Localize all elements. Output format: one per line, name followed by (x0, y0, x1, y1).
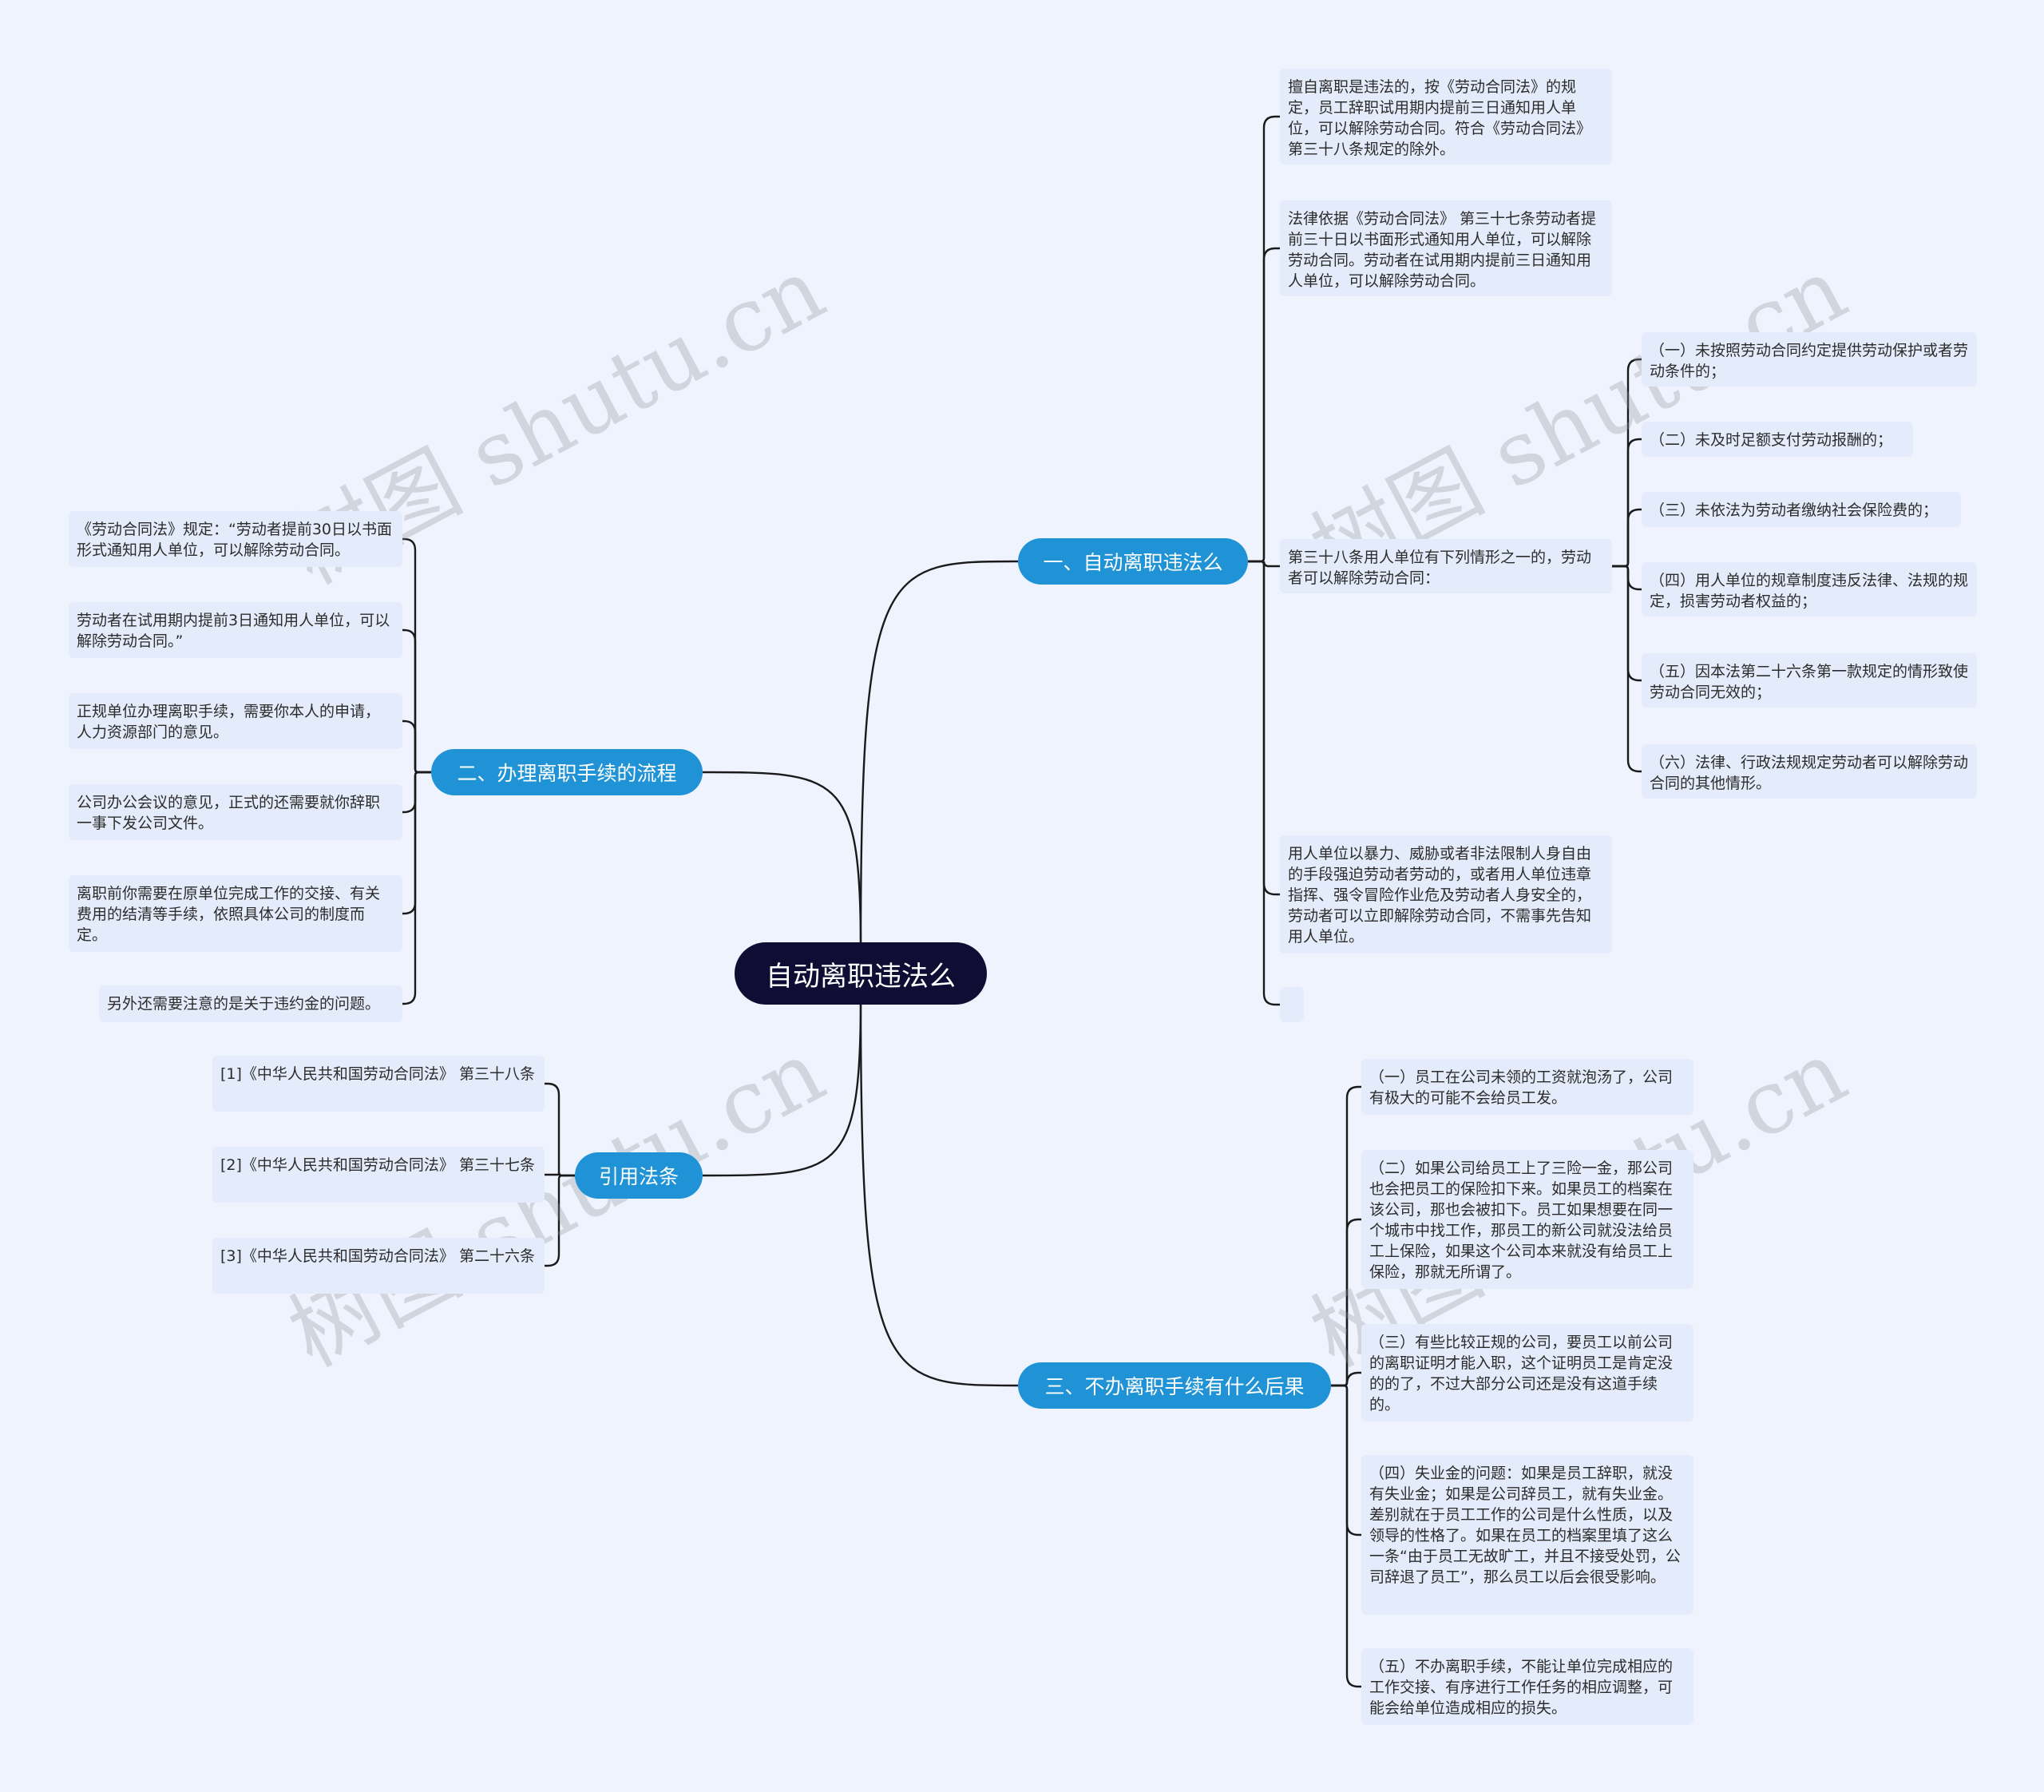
branch-to-leaf-edge (1248, 560, 1280, 1006)
leaf-node[interactable]: 用人单位以暴力、威胁或者非法限制人身自由的手段强迫劳动者劳动的，或者用人单位违章… (1280, 835, 1612, 953)
leaf-node[interactable]: [2]《中华人民共和国劳动合同法》 第三十七条 (212, 1147, 545, 1203)
root-node[interactable]: 自动离职违法么 (735, 942, 987, 1005)
branch-to-leaf-edge (1612, 438, 1642, 568)
root-to-branch-edge (859, 1001, 1019, 1387)
sub-leaf-node[interactable]: （一）未按照劳动合同约定提供劳动保护或者劳动条件的； (1642, 332, 1977, 387)
branch-to-leaf-edge (1331, 1384, 1361, 1688)
branch-to-leaf-edge (402, 771, 431, 915)
sub-leaf-node[interactable]: （五）因本法第二十六条第一款规定的情形致使劳动合同无效的； (1642, 653, 1977, 708)
leaf-node[interactable]: 离职前你需要在原单位完成工作的交接、有关费用的结清等手续，依照具体公司的制度而定… (69, 875, 402, 952)
branch-to-leaf-edge (545, 1082, 575, 1177)
branch-to-leaf-edge (402, 720, 431, 774)
branch-to-leaf-edge (402, 771, 431, 1005)
branch-node-consequences[interactable]: 三、不办离职手续有什么后果 (1018, 1362, 1331, 1409)
branch-to-leaf-edge (402, 771, 431, 814)
sub-leaf-node[interactable]: （六）法律、行政法规规定劳动者可以解除劳动合同的其他情形。 (1642, 744, 1977, 799)
sub-leaf-node[interactable]: （三）未依法为劳动者缴纳社会保险费的； (1642, 492, 1961, 527)
leaf-node[interactable]: 法律依据《劳动合同法》 第三十七条劳动者提前三十日以书面形式通知用人单位，可以解… (1280, 200, 1612, 296)
leaf-node[interactable]: （四）失业金的问题：如果是员工辞职，就没有失业金；如果是公司辞员工，就有失业金。… (1361, 1455, 1693, 1615)
branch-node-cited-laws[interactable]: 引用法条 (575, 1152, 703, 1199)
leaf-node[interactable]: （二）如果公司给员工上了三险一金，那公司也会把员工的保险扣下来。如果员工的档案在… (1361, 1150, 1693, 1289)
leaf-node[interactable]: （五）不办离职手续，不能让单位完成相应的工作交接、有序进行工作任务的相应调整，可… (1361, 1648, 1693, 1725)
branch-to-leaf-edge (1612, 358, 1642, 568)
root-to-branch-edge (859, 560, 1019, 946)
branch-to-leaf-edge (1612, 565, 1642, 682)
leaf-node[interactable]: 正规单位办理离职手续，需要你本人的申请，人力资源部门的意见。 (69, 693, 402, 749)
root-to-branch-edge (702, 1001, 862, 1177)
branch-to-leaf-edge (1612, 565, 1642, 591)
leaf-node[interactable]: 《劳动合同法》规定：“劳动者提前30日以书面形式通知用人单位，可以解除劳动合同。 (69, 511, 402, 567)
leaf-node[interactable]: 第三十八条用人单位有下列情形之一的，劳动者可以解除劳动合同： (1280, 539, 1612, 593)
sub-leaf-node[interactable]: （二）未及时足额支付劳动报酬的； (1642, 422, 1913, 457)
leaf-node-empty[interactable] (1280, 987, 1304, 1022)
leaf-node[interactable]: 公司办公会议的意见，正式的还需要就你辞职一事下发公司文件。 (69, 784, 402, 840)
sub-leaf-node[interactable]: （四）用人单位的规章制度违反法律、法规的规定，损害劳动者权益的； (1642, 562, 1977, 616)
branch-to-leaf-edge (1612, 508, 1642, 568)
branch-node-resign-process[interactable]: 二、办理离职手续的流程 (431, 749, 703, 795)
leaf-node[interactable]: （三）有些比较正规的公司，要员工以前公司的离职证明才能入职，这个证明员工是肯定没… (1361, 1324, 1693, 1421)
branch-to-leaf-edge (545, 1174, 575, 1267)
branch-to-leaf-edge (1612, 565, 1642, 773)
branch-to-leaf-edge (402, 628, 431, 774)
leaf-node[interactable]: [3]《中华人民共和国劳动合同法》 第二十六条 (212, 1238, 545, 1294)
branch-node-resign-legality[interactable]: 一、自动离职违法么 (1018, 538, 1248, 585)
branch-to-leaf-edge (1248, 247, 1280, 563)
leaf-node[interactable]: [1]《中华人民共和国劳动合同法》 第三十八条 (212, 1056, 545, 1112)
branch-to-leaf-edge (1331, 1218, 1361, 1387)
root-to-branch-edge (702, 771, 862, 946)
leaf-node[interactable]: 擅自离职是违法的，按《劳动合同法》的规定，员工辞职试用期内提前三日通知用人单位，… (1280, 69, 1612, 165)
leaf-node[interactable]: 劳动者在试用期内提前3日通知用人单位，可以解除劳动合同。” (69, 602, 402, 658)
leaf-node[interactable]: 另外还需要注意的是关于违约金的问题。 (99, 985, 402, 1022)
leaf-node[interactable]: （一）员工在公司未领的工资就泡汤了，公司有极大的可能不会给员工发。 (1361, 1059, 1693, 1115)
branch-to-leaf-edge (402, 537, 431, 774)
